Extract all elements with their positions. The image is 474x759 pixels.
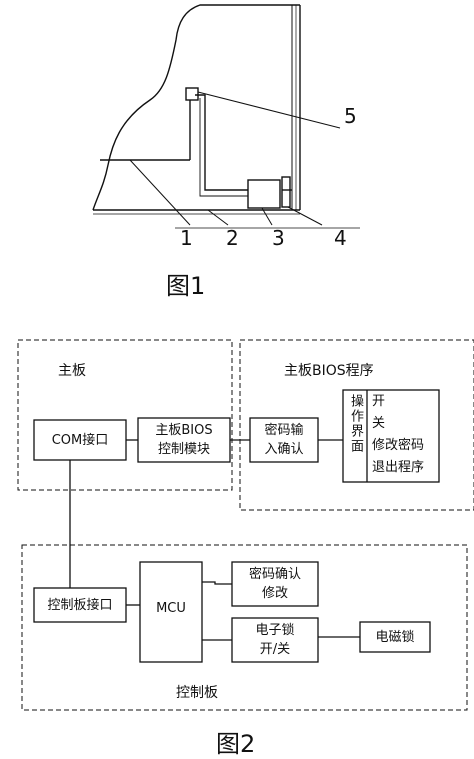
option-close: 关: [372, 416, 386, 431]
password-input-line2: 入确认: [264, 442, 304, 457]
magnetic-lock-label: 电磁锁: [375, 630, 415, 645]
wire: [195, 94, 248, 191]
connector-box: [185, 87, 199, 101]
callout-5: 5: [344, 104, 357, 128]
callout-4: 4: [334, 226, 347, 250]
lock-latch: [281, 176, 291, 208]
wire-2: [199, 98, 248, 197]
leader-5: [197, 91, 341, 129]
option-change-password: 修改密码: [372, 438, 425, 453]
figure1-drawing: [92, 4, 360, 229]
elock-line1: 电子锁: [255, 623, 295, 638]
control-board-title: 控制板: [176, 685, 218, 701]
com-port-label: COM接口: [51, 433, 109, 448]
mainboard-group: [17, 339, 233, 491]
figure1-caption: 图1: [166, 272, 206, 300]
bios-module-line1: 主板BIOS: [155, 423, 213, 438]
callout-3: 3: [272, 226, 285, 250]
elock-line2: 开/关: [259, 642, 291, 657]
password-input-line1: 密码输: [264, 423, 304, 438]
bios-program-group: [239, 339, 474, 511]
bios-program-title: 主板BIOS程序: [284, 363, 374, 379]
leader-2: [207, 209, 229, 226]
pwd-confirm-line2: 修改: [261, 586, 288, 601]
pwd-confirm-line1: 密码确认: [248, 567, 301, 582]
figure2-caption: 图2: [216, 730, 256, 758]
leader-1: [129, 159, 191, 226]
option-exit: 退出程序: [372, 460, 425, 475]
link-mcu-pwd: [202, 581, 232, 585]
control-box: [247, 179, 281, 209]
mcu-label: MCU: [156, 601, 186, 616]
case-outline: [92, 4, 300, 211]
leader-4: [287, 206, 323, 226]
control-board-group: [21, 544, 468, 711]
option-open: 开: [372, 394, 386, 409]
operation-screen-label: 操作界面: [348, 394, 363, 454]
mainboard-title: 主板: [58, 363, 86, 379]
leader-3: [261, 207, 273, 226]
callout-2: 2: [226, 226, 239, 250]
figure2-drawing: [17, 339, 474, 711]
bios-module-line2: 控制模块: [157, 442, 210, 457]
callout-1: 1: [180, 226, 193, 250]
mcu-box: [139, 561, 203, 663]
operation-box: [342, 389, 440, 483]
control-interface-label: 控制板接口: [47, 598, 113, 613]
